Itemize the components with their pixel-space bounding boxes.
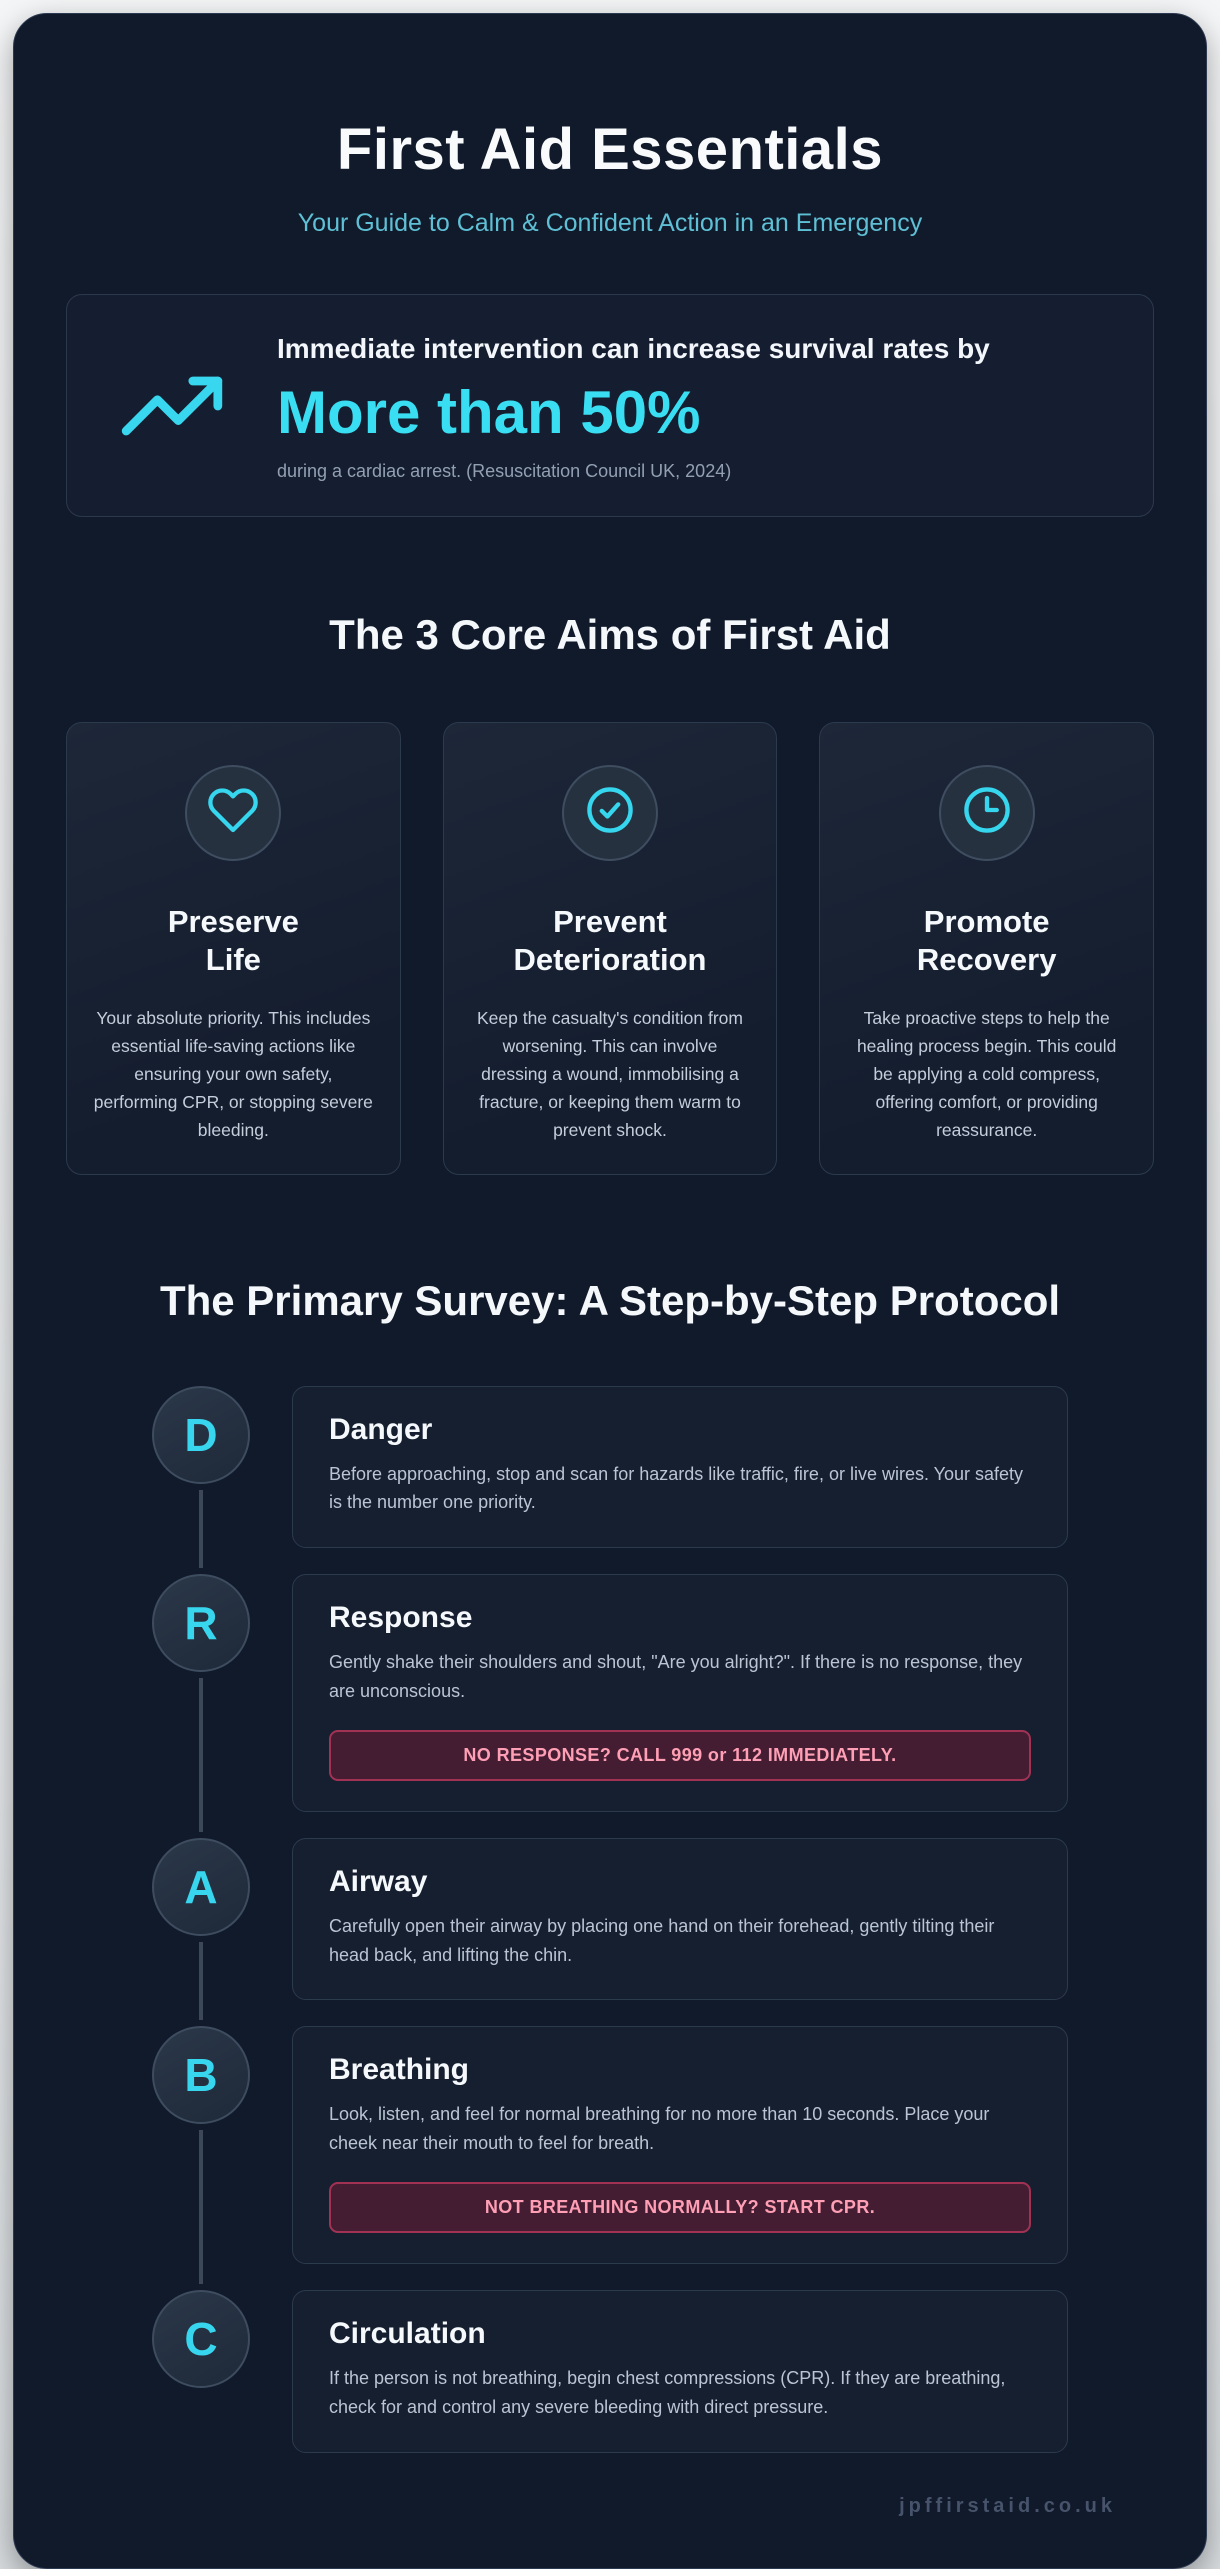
step-card: Response Gently shake their shoulders an… — [292, 1574, 1068, 1812]
step-letter: B — [184, 2049, 218, 2102]
primary-survey-steps: D Danger Before approaching, stop and sc… — [152, 1385, 1068, 2479]
aims-card-grid: Preserve Life Your absolute priority. Th… — [66, 721, 1154, 1176]
step-marker: C — [152, 2290, 250, 2479]
step-marker: R — [152, 1574, 250, 1838]
aim-title: Preserve Life — [167, 903, 299, 978]
step-card: Breathing Look, listen, and feel for nor… — [292, 2026, 1068, 2265]
page-subtitle: Your Guide to Calm & Confident Action in… — [297, 209, 923, 237]
aim-icon-circle — [938, 764, 1035, 861]
step-letter-badge: C — [152, 2290, 250, 2389]
step-letter: A — [184, 1860, 218, 1913]
step-letter-badge: D — [152, 1385, 250, 1484]
stat-heading: Immediate intervention can increase surv… — [277, 333, 990, 364]
step-marker: A — [152, 1837, 250, 2027]
step-card: Circulation If the person is not breathi… — [292, 2290, 1068, 2453]
step-row-circulation: C Circulation If the person is not breat… — [152, 2290, 1068, 2479]
step-letter: C — [184, 2313, 218, 2366]
step-row-response: R Response Gently shake their shoulders … — [152, 1574, 1068, 1838]
step-row-danger: D Danger Before approaching, stop and sc… — [152, 1385, 1068, 1575]
step-card: Danger Before approaching, stop and scan… — [292, 1385, 1068, 1549]
step-connector-line — [199, 1489, 203, 1569]
aim-body: Your absolute priority. This includes es… — [93, 1008, 373, 1141]
step-title: Circulation — [329, 2317, 486, 2351]
step-title: Breathing — [329, 2053, 470, 2087]
step-letter: R — [184, 1597, 218, 1650]
step-connector-line — [199, 1678, 203, 1832]
step-letter-badge: R — [152, 1574, 250, 1673]
aim-body: Keep the casualty's condition from worse… — [476, 1008, 743, 1141]
step-title: Airway — [329, 1864, 428, 1898]
survival-stat-card: Immediate intervention can increase surv… — [66, 294, 1154, 518]
aim-body: Take proactive steps to help the healing… — [856, 1008, 1117, 1141]
clock-icon — [961, 784, 1013, 841]
step-body: If the person is not breathing, begin ch… — [329, 2368, 1006, 2417]
infographic-panel: First Aid Essentials Your Guide to Calm … — [13, 13, 1207, 2569]
step-marker: B — [152, 2026, 250, 2290]
step-title: Danger — [329, 1412, 433, 1446]
step-card: Airway Carefully open their airway by pl… — [292, 1837, 1068, 2001]
website-watermark: jpffirstaid.co.uk — [899, 2494, 1116, 2517]
step-connector-line — [199, 1941, 203, 2021]
step-row-airway: A Airway Carefully open their airway by … — [152, 1837, 1068, 2027]
aim-card-preserve-life: Preserve Life Your absolute priority. Th… — [66, 721, 401, 1176]
stat-value: More than 50% — [277, 379, 701, 447]
step-connector-line — [199, 2130, 203, 2285]
page-title: First Aid Essentials — [336, 117, 884, 182]
step-letter: D — [184, 1408, 218, 1461]
aim-title: Promote Recovery — [916, 903, 1057, 978]
step-title: Response — [329, 1601, 473, 1635]
stat-content: Immediate intervention can increase surv… — [277, 329, 1107, 482]
step-body: Carefully open their airway by placing o… — [329, 1915, 995, 1965]
aim-icon-circle — [185, 764, 282, 861]
emergency-alert-banner: NO RESPONSE? CALL 999 or 112 IMMEDIATELY… — [329, 1729, 1031, 1781]
step-letter-badge: A — [152, 1837, 250, 1936]
step-body: Gently shake their shoulders and shout, … — [329, 1652, 1023, 1702]
aim-icon-circle — [561, 764, 658, 861]
aim-card-prevent-deterioration: Prevent Deterioration Keep the casualty'… — [442, 721, 778, 1176]
heart-icon — [207, 784, 259, 841]
stat-caption: during a cardiac arrest. (Resuscitation … — [277, 461, 732, 482]
survey-section-heading: The Primary Survey: A Step-by-Step Proto… — [159, 1277, 1061, 1325]
check-circle-icon — [584, 784, 636, 841]
aim-card-promote-recovery: Promote Recovery Take proactive steps to… — [819, 721, 1154, 1176]
step-letter-badge: B — [152, 2026, 250, 2125]
trending-up-icon — [113, 356, 231, 456]
aims-section-heading: The 3 Core Aims of First Aid — [329, 611, 891, 659]
step-body: Look, listen, and feel for normal breath… — [329, 2104, 990, 2154]
emergency-alert-banner: NOT BREATHING NORMALLY? START CPR. — [329, 2182, 1031, 2234]
step-body: Before approaching, stop and scan for ha… — [329, 1463, 1024, 1513]
step-row-breathing: B Breathing Look, listen, and feel for n… — [152, 2026, 1068, 2290]
aim-title: Prevent Deterioration — [513, 903, 707, 978]
step-marker: D — [152, 1385, 250, 1575]
